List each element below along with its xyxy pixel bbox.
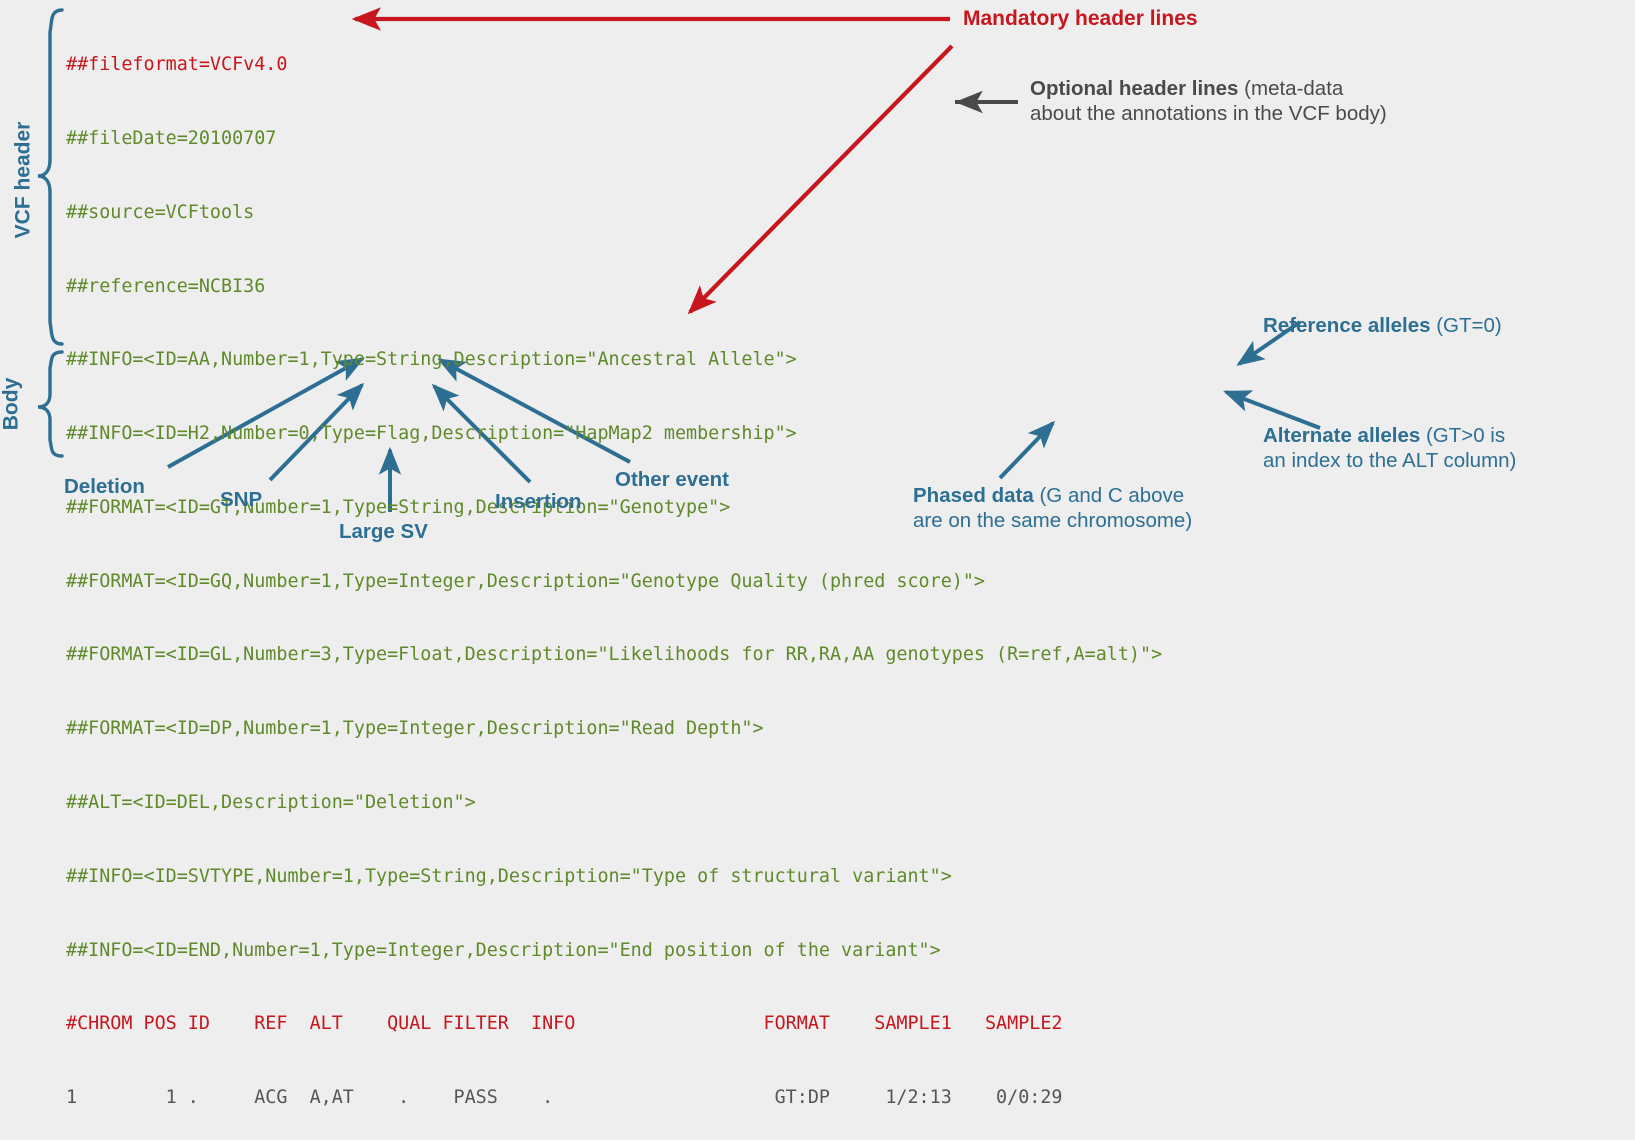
annotation-phased-data: Phased data (G and C above are on the sa… xyxy=(913,483,1192,533)
annotation-alternate-alleles-sub2: an index to the ALT column) xyxy=(1263,449,1517,472)
annotation-deletion: Deletion xyxy=(64,474,145,499)
annotation-reference-alleles-sub: (GT=0) xyxy=(1430,314,1502,337)
annotation-large-sv-title: Large SV xyxy=(339,520,428,543)
annotation-optional-header-lines: Optional header lines (meta-data about t… xyxy=(1030,76,1387,126)
vcf-line-info-h2: ##INFO=<ID=H2,Number=0,Type=Flag,Descrip… xyxy=(66,423,797,445)
vcf-format-diagram: VCF header Body ##fileformat=VCFv4.0 ##f… xyxy=(0,6,1516,1108)
annotation-other-event-title: Other event xyxy=(615,468,729,491)
vcf-line-format-gq: ##FORMAT=<ID=GQ,Number=1,Type=Integer,De… xyxy=(66,570,985,592)
annotation-alternate-alleles-title: Alternate alleles xyxy=(1263,424,1421,447)
vcf-column-header-row: #CHROM POS ID REF ALT QUAL FILTER INFO F… xyxy=(66,1013,1063,1035)
group-label-body: Body xyxy=(0,377,23,431)
brace-body xyxy=(37,350,64,458)
annotation-deletion-title: Deletion xyxy=(64,475,145,498)
vcf-line-info-svtype: ##INFO=<ID=SVTYPE,Number=1,Type=String,D… xyxy=(66,865,952,887)
annotation-insertion: Insertion xyxy=(495,489,582,514)
vcf-line-fileformat: ##fileformat=VCFv4.0 xyxy=(66,54,288,76)
annotation-reference-alleles-title: Reference alleles xyxy=(1263,314,1431,337)
table-row: 1 1 . ACG A,AT . PASS . GT:DP 1/2:13 0/0… xyxy=(66,1087,1063,1109)
annotation-optional-sub2: about the annotations in the VCF body) xyxy=(1030,102,1387,125)
group-label-vcf-header: VCF header xyxy=(11,121,35,239)
vcf-line-source: ##source=VCFtools xyxy=(66,201,255,223)
vcf-line-info-end: ##INFO=<ID=END,Number=1,Type=Integer,Des… xyxy=(66,939,941,961)
annotation-reference-alleles: Reference alleles (GT=0) xyxy=(1263,313,1502,338)
vcf-line-alt-del: ##ALT=<ID=DEL,Description="Deletion"> xyxy=(66,792,476,813)
vcf-line-reference: ##reference=NCBI36 xyxy=(66,275,266,297)
annotation-optional-title: Optional header lines xyxy=(1030,77,1239,100)
annotation-other-event: Other event xyxy=(615,467,729,492)
vcf-line-filedate: ##fileDate=20100707 xyxy=(66,127,277,149)
annotation-optional-sub: (meta-data xyxy=(1238,77,1344,100)
vcf-text-block: ##fileformat=VCFv4.0 ##fileDate=20100707… xyxy=(66,4,1162,1140)
annotation-phased-sub: (G and C above xyxy=(1033,484,1185,507)
vcf-line-info-aa: ##INFO=<ID=AA,Number=1,Type=String,Descr… xyxy=(66,349,797,371)
annotation-alternate-alleles: Alternate alleles (GT>0 is an index to t… xyxy=(1263,423,1516,473)
vcf-line-format-dp: ##FORMAT=<ID=DP,Number=1,Type=Integer,De… xyxy=(66,718,764,740)
annotation-phased-sub2: are on the same chromosome) xyxy=(913,509,1193,532)
annotation-alternate-alleles-sub: (GT>0 is xyxy=(1420,424,1506,447)
annotation-snp: SNP xyxy=(220,487,262,512)
annotation-insertion-title: Insertion xyxy=(495,490,582,513)
vcf-line-format-gl: ##FORMAT=<ID=GL,Number=3,Type=Float,Desc… xyxy=(66,644,1163,666)
annotation-snp-title: SNP xyxy=(220,488,263,511)
annotation-phased-title: Phased data xyxy=(913,484,1034,507)
brace-vcf-header xyxy=(37,8,64,346)
annotation-mandatory-header-lines: Mandatory header lines xyxy=(963,6,1198,31)
vcf-line-format-gt: ##FORMAT=<ID=GT,Number=1,Type=String,Des… xyxy=(66,496,731,518)
annotation-mandatory-title: Mandatory header lines xyxy=(963,7,1198,30)
annotation-large-sv: Large SV xyxy=(339,519,428,544)
